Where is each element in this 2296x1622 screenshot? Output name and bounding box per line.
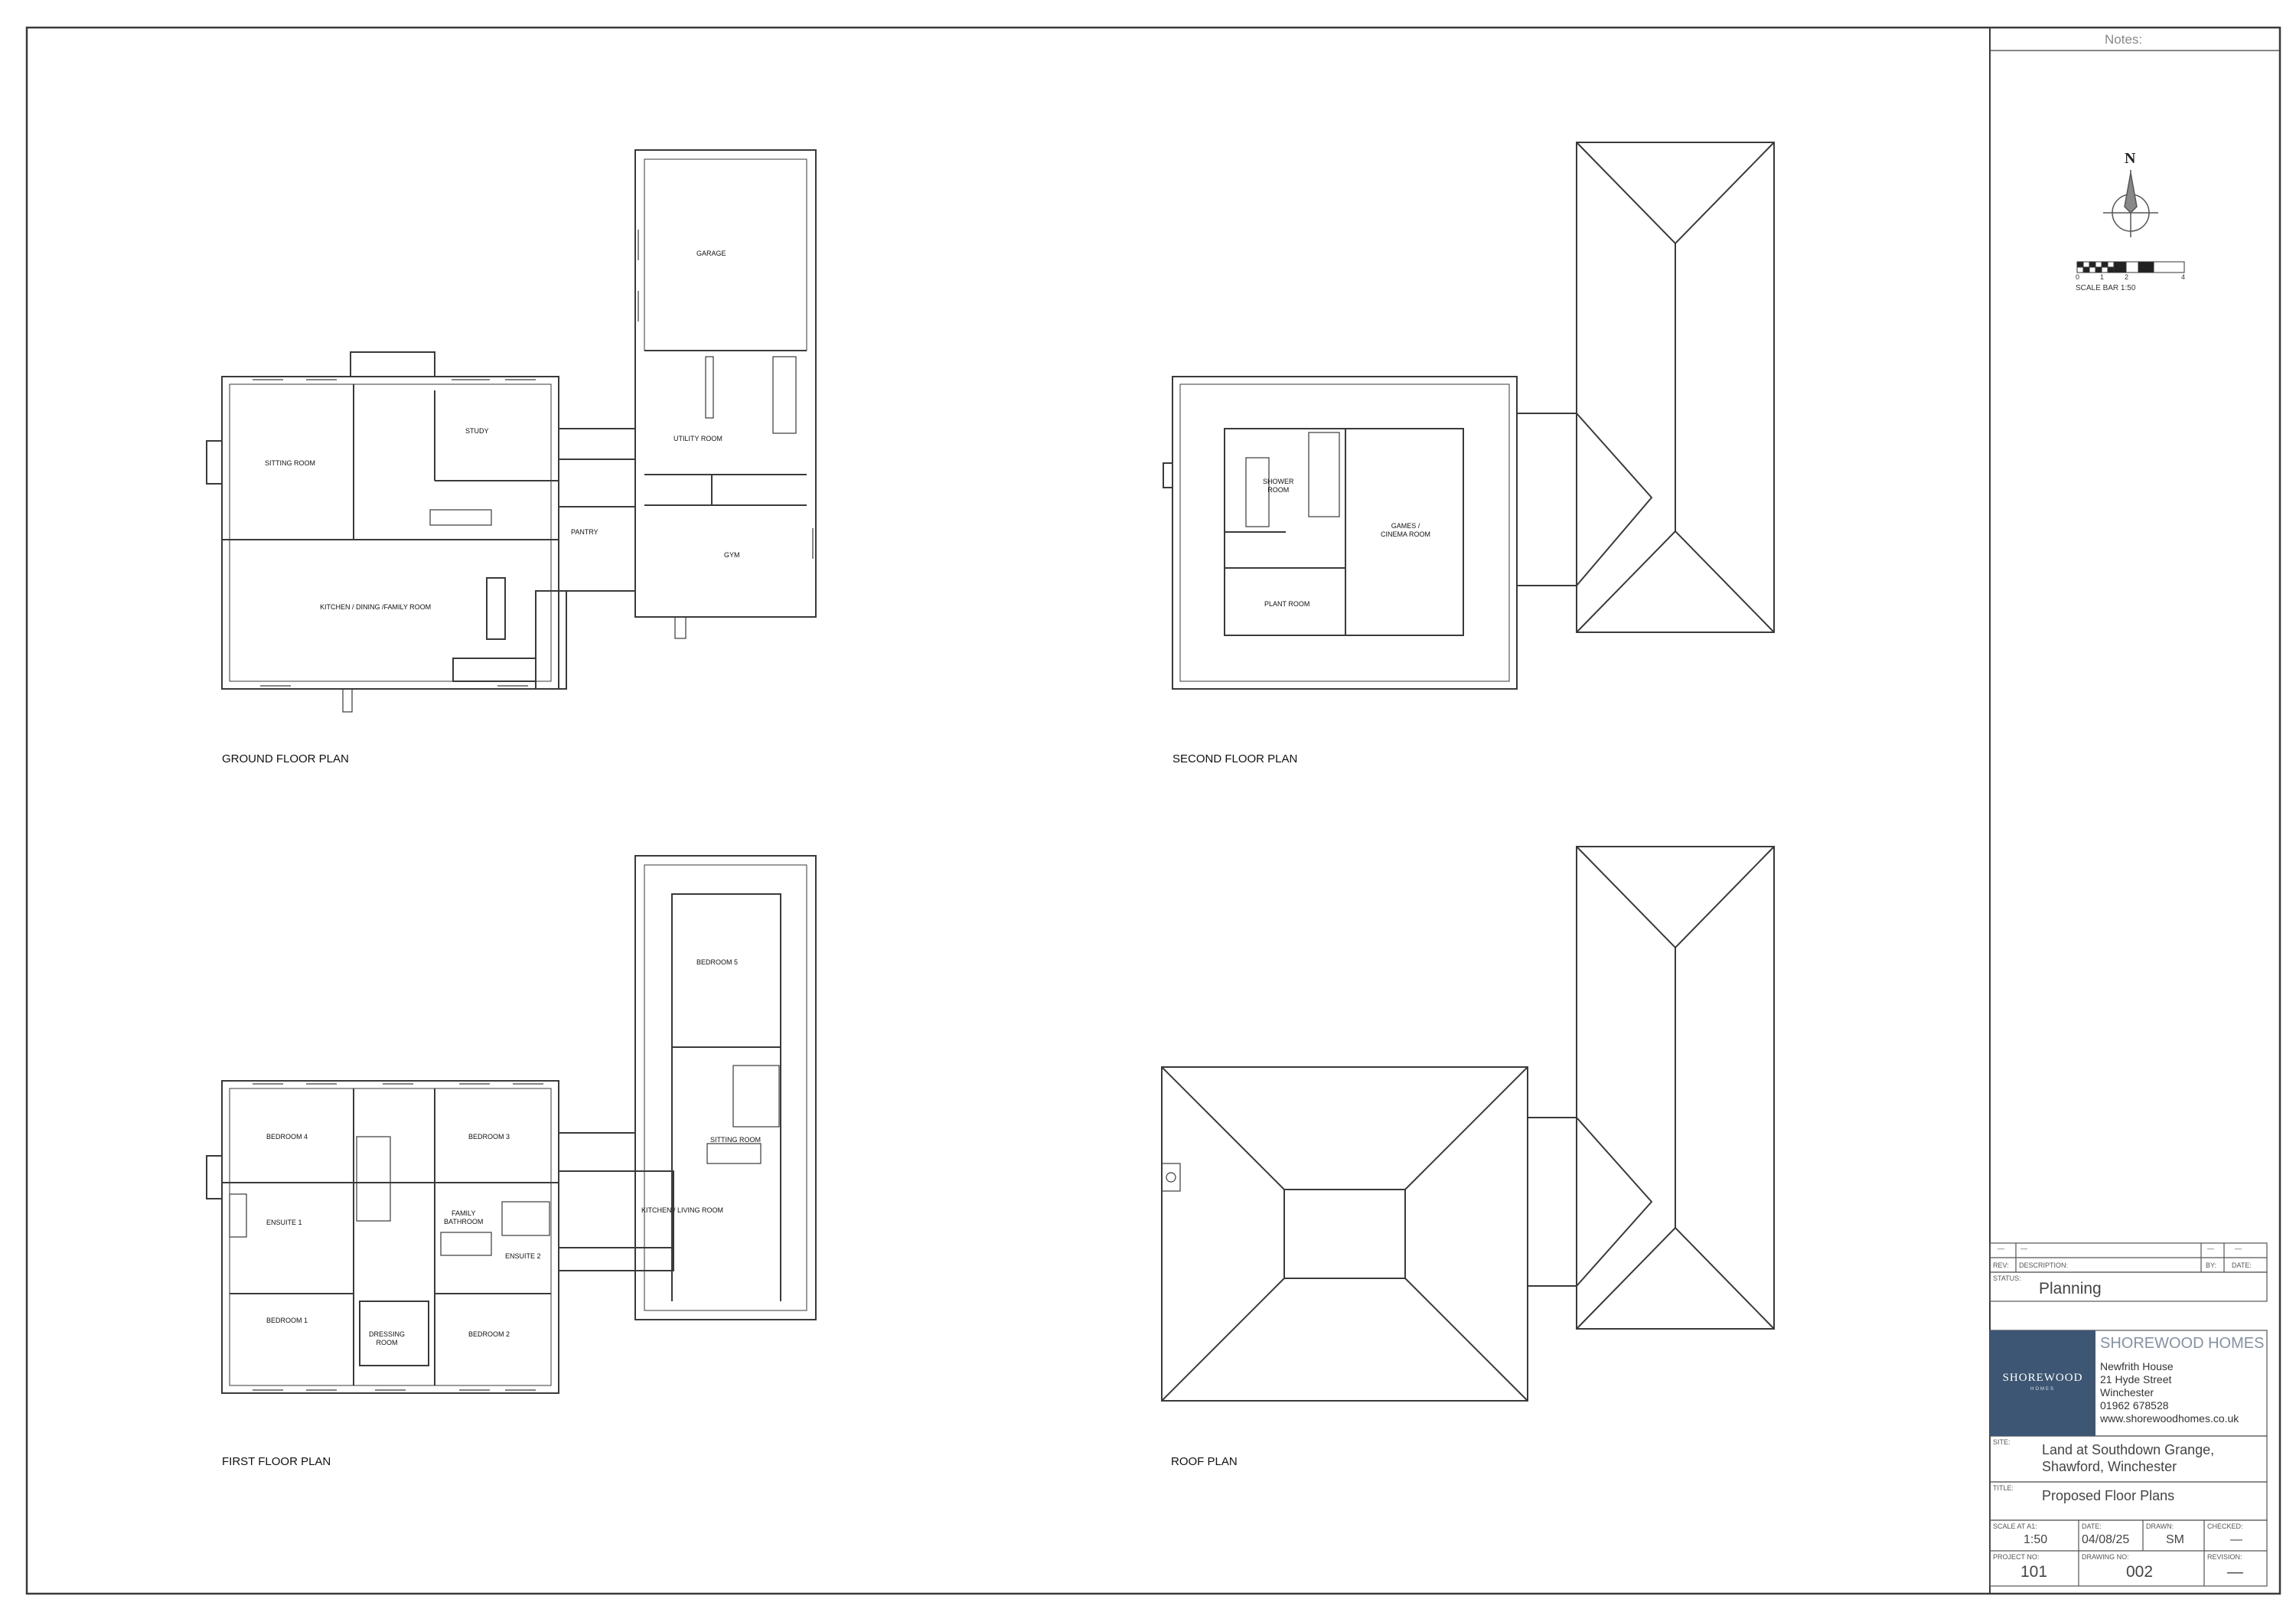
roof-plan-title: ROOF PLAN <box>1171 1455 1238 1468</box>
revision-header-date: DATE: <box>2232 1261 2252 1269</box>
site-label: SITE: <box>1993 1438 2011 1446</box>
room-label-bedroom-4: BEDROOM 4 <box>266 1133 308 1141</box>
room-label-kitchen-living: KITCHEN / LIVING ROOM <box>641 1206 724 1214</box>
scale-bar-tick-0: 0 <box>2076 273 2080 281</box>
room-label-garage: GARAGE <box>696 250 726 257</box>
room-label-gym: GYM <box>724 551 740 559</box>
room-label-shower-room: SHOWER ROOM <box>1263 478 1294 494</box>
project-no-label: PROJECT NO: <box>1993 1553 2040 1561</box>
revision-header-rev: REV: <box>1993 1261 2009 1269</box>
roof-plan <box>1161 846 1775 1402</box>
revision-row-by: — <box>2207 1245 2214 1252</box>
room-label-games-line1: GAMES / <box>1391 522 1420 530</box>
checked-label: CHECKED: <box>2207 1522 2243 1530</box>
drawn-value: SM <box>2166 1533 2184 1546</box>
room-label-family-bathroom: FAMILY BATHROOM <box>444 1209 483 1226</box>
room-label-bedroom-5: BEDROOM 5 <box>696 958 739 966</box>
first-floor-plan <box>206 855 817 1394</box>
project-no-value: 101 <box>2020 1563 2048 1581</box>
title-value: Proposed Floor Plans <box>2042 1488 2175 1503</box>
revision-header-by: BY: <box>2206 1261 2217 1269</box>
site-line-2: Shawford, Winchester <box>2042 1459 2177 1474</box>
checked-value: — <box>2230 1533 2242 1546</box>
company-logo-sub: HOMES <box>2030 1387 2055 1392</box>
revision-value: — <box>2227 1563 2243 1581</box>
scale-bar-tick-4: 4 <box>2181 273 2186 281</box>
scale-bar-label: SCALE BAR 1:50 <box>2076 284 2136 292</box>
first-floor-plan-title: FIRST FLOOR PLAN <box>222 1455 331 1468</box>
room-label-games-cinema: GAMES / CINEMA ROOM <box>1381 522 1430 539</box>
drawn-label: DRAWN: <box>2146 1522 2174 1530</box>
company-logo-bg <box>1990 1330 2095 1436</box>
revision-row-desc: — <box>2020 1245 2027 1252</box>
room-label-ensuite-1: ENSUITE 1 <box>266 1219 302 1226</box>
revision-row-date: — <box>2235 1245 2242 1252</box>
room-label-study: STUDY <box>465 427 489 435</box>
company-address-2: 21 Hyde Street <box>2100 1373 2172 1385</box>
revision-header-desc: DESCRIPTION: <box>2019 1261 2069 1269</box>
north-label: N <box>2125 150 2136 167</box>
room-label-shower-line1: SHOWER <box>1263 478 1294 485</box>
room-label-pantry: PANTRY <box>571 528 598 536</box>
room-label-sitting-room-first: SITTING ROOM <box>710 1136 761 1144</box>
room-label-plant-room: PLANT ROOM <box>1264 600 1310 608</box>
room-label-sitting-room: SITTING ROOM <box>265 459 315 467</box>
title-label: TITLE: <box>1993 1484 2014 1492</box>
room-label-ensuite-2: ENSUITE 2 <box>505 1252 541 1260</box>
room-label-dressing-line1: DRESSING <box>369 1330 406 1338</box>
scale-bar <box>2076 261 2185 273</box>
site-line-1: Land at Southdown Grange, <box>2042 1442 2215 1457</box>
company-logo-wordmark: SHOREWOOD <box>2002 1372 2083 1384</box>
room-label-dressing-room: DRESSING ROOM <box>369 1330 405 1347</box>
scale-label: SCALE AT A1: <box>1993 1522 2037 1530</box>
second-floor-plan <box>1163 142 1775 690</box>
company-phone: 01962 678528 <box>2100 1399 2169 1411</box>
company-address-3: Winchester <box>2100 1386 2154 1398</box>
status-value: Planning <box>2039 1280 2102 1297</box>
drawing-no-label: DRAWING NO: <box>2082 1553 2129 1561</box>
status-label: STATUS: <box>1993 1274 2021 1282</box>
room-label-bedroom-3: BEDROOM 3 <box>468 1133 510 1141</box>
room-label-shower-line2: ROOM <box>1267 486 1290 494</box>
room-label-family-line2: BATHROOM <box>444 1218 484 1225</box>
room-label-bedroom-1: BEDROOM 1 <box>266 1317 308 1324</box>
second-floor-plan-title: SECOND FLOOR PLAN <box>1172 752 1298 765</box>
revision-row-rev: — <box>1998 1245 2004 1252</box>
date-label: DATE: <box>2082 1522 2102 1530</box>
notes-label: Notes: <box>2105 32 2143 47</box>
room-label-family-line1: FAMILY <box>452 1209 476 1217</box>
ground-floor-plan-title: GROUND FLOOR PLAN <box>222 752 349 765</box>
date-value: 04/08/25 <box>2082 1533 2130 1546</box>
company-website: www.shorewoodhomes.co.uk <box>2100 1412 2239 1425</box>
room-label-utility-room: UTILITY ROOM <box>673 435 722 442</box>
room-label-games-line2: CINEMA ROOM <box>1381 530 1431 538</box>
sheet-border <box>25 26 2281 1595</box>
company-name: SHOREWOOD HOMES <box>2100 1335 2265 1352</box>
scale-bar-tick-2: 2 <box>2125 273 2129 281</box>
drawing-no-value: 002 <box>2126 1563 2154 1581</box>
ground-floor-plan <box>206 149 817 713</box>
north-arrow <box>2103 170 2158 237</box>
room-label-dressing-line2: ROOM <box>376 1339 398 1346</box>
revision-label: REVISION: <box>2207 1553 2242 1561</box>
scale-bar-tick-1: 1 <box>2100 273 2105 281</box>
room-label-kitchen-dining-family: KITCHEN / DINING /FAMILY ROOM <box>320 603 432 611</box>
scale-value: 1:50 <box>2024 1533 2048 1546</box>
company-address-1: Newfrith House <box>2100 1360 2174 1372</box>
room-label-bedroom-2: BEDROOM 2 <box>468 1330 510 1338</box>
